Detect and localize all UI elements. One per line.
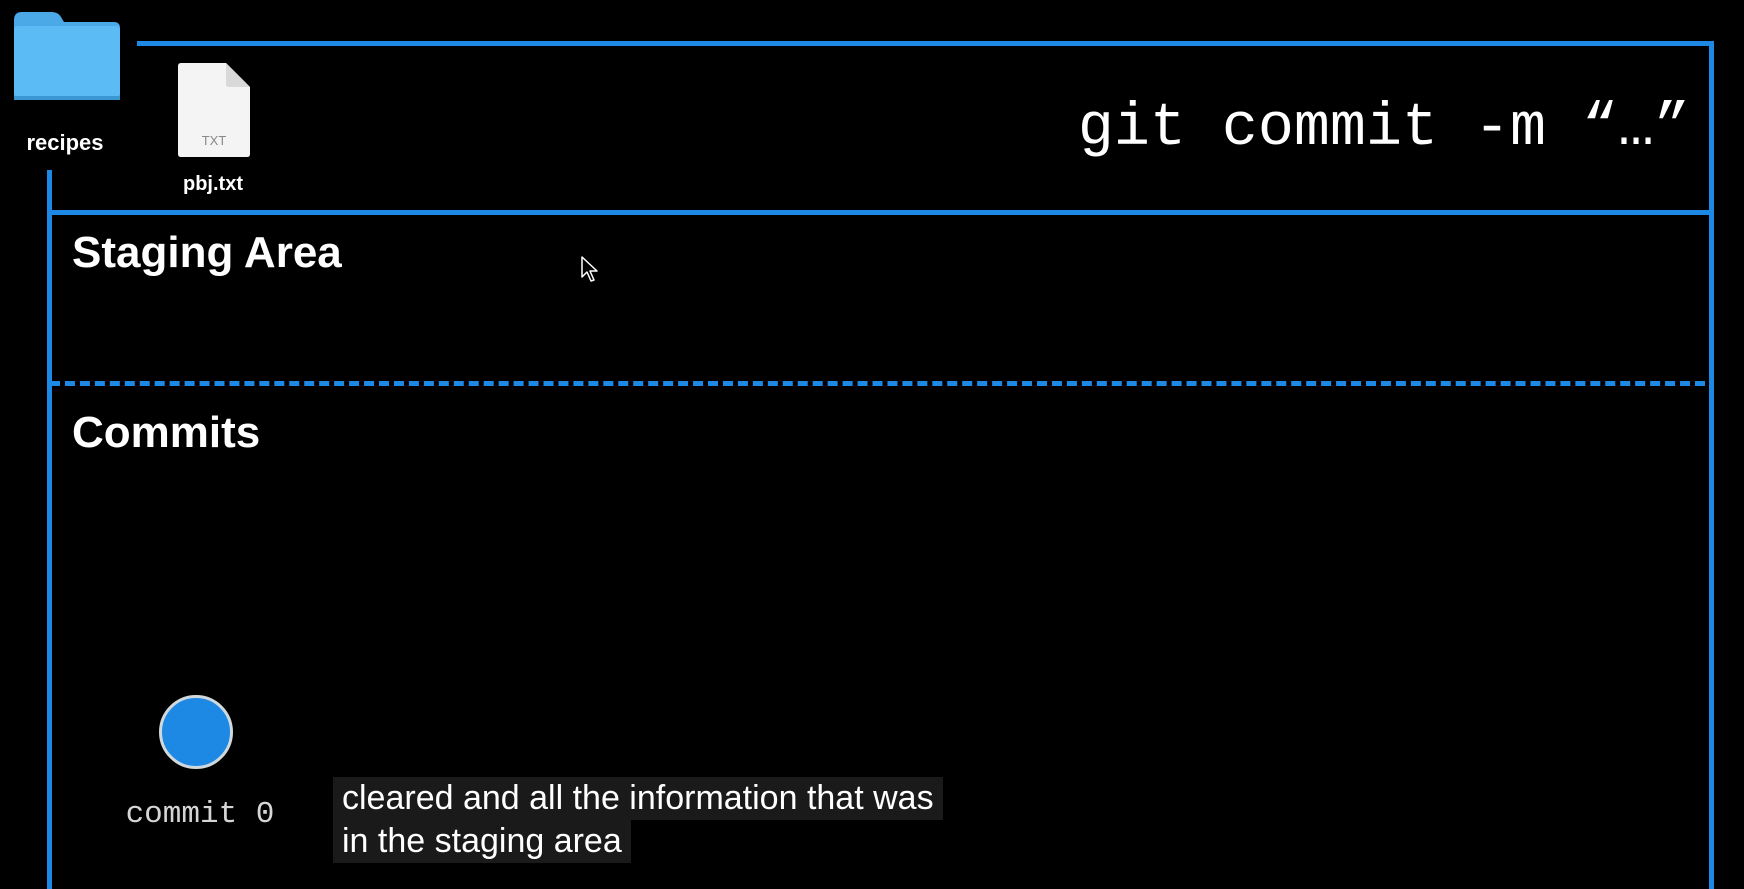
- staging-commits-divider: [50, 381, 1705, 386]
- video-subtitle: cleared and all the information that was…: [333, 777, 943, 863]
- frame-left-line: [47, 170, 52, 889]
- file-label: pbj.txt: [183, 173, 243, 195]
- git-command-text: git commit -m “…”: [1077, 95, 1690, 163]
- subtitle-line-2: in the staging area: [333, 820, 631, 863]
- text-file-icon[interactable]: TXT: [176, 62, 252, 158]
- frame-right-line: [1709, 41, 1714, 889]
- mouse-cursor-icon: [581, 256, 598, 282]
- file-type-badge: TXT: [202, 133, 227, 148]
- folder-icon[interactable]: [10, 8, 124, 102]
- folder-label: recipes: [26, 130, 104, 155]
- staging-area-title: Staging Area: [72, 228, 342, 277]
- commit-node[interactable]: [159, 695, 233, 769]
- commits-title: Commits: [72, 408, 261, 457]
- frame-top-line: [137, 41, 1714, 46]
- staging-top-divider: [47, 210, 1714, 215]
- subtitle-line-1: cleared and all the information that was: [333, 777, 943, 820]
- commit-label: commit 0: [125, 797, 275, 832]
